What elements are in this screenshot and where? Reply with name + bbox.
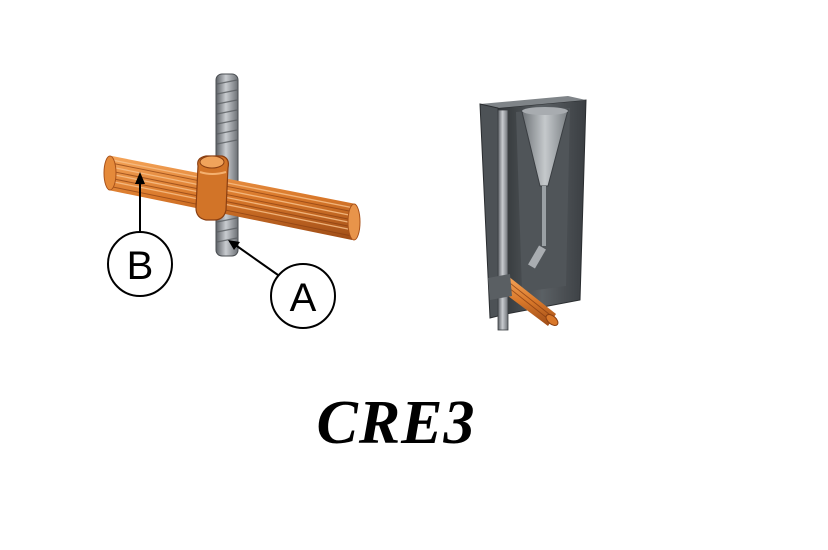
rod-cable-assembly	[103, 73, 361, 257]
weld-connection	[195, 155, 229, 221]
mold-copper-cable	[500, 276, 559, 326]
callout-b: B	[107, 172, 173, 297]
diagram-title: CRE3	[316, 389, 476, 457]
graphite-mold	[479, 96, 587, 331]
mold-ground-rod	[497, 109, 509, 331]
callout-b-label: B	[127, 244, 154, 288]
callout-a: A	[228, 240, 336, 329]
callout-a-label: A	[290, 276, 317, 320]
copper-cable	[103, 155, 361, 241]
